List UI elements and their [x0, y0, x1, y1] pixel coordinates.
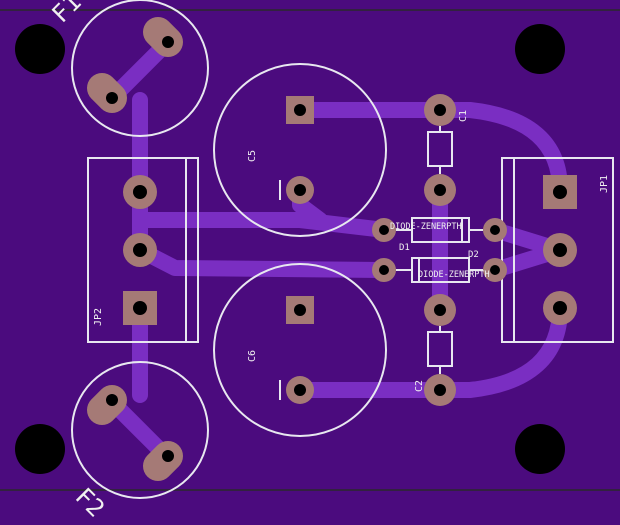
fuse-f1-outline — [71, 0, 209, 137]
capacitor-c5: C5 — [213, 63, 387, 237]
capacitor-c2: C2 — [414, 294, 456, 406]
connector-jp2-drill-1 — [133, 185, 147, 199]
fuse-f1-drill-2 — [106, 92, 118, 104]
mounting-holes — [15, 24, 565, 474]
diode-d1: DIODE-ZENERPTH D1 — [372, 217, 507, 253]
trace-c5-jp1 — [292, 102, 568, 198]
connector-jp1-drill-3 — [553, 301, 567, 315]
fuse-f1-drill-1 — [162, 36, 174, 48]
fuse-f2-outline — [71, 361, 209, 499]
capacitor-c5-drill-2 — [294, 184, 306, 196]
mounting-hole-top-left — [15, 24, 65, 74]
connector-jp1-drill-1 — [553, 185, 567, 199]
connector-jp2-drill-3 — [133, 301, 147, 315]
fuse-f2-drill-2 — [162, 450, 174, 462]
capacitor-c6-outline — [213, 263, 387, 437]
capacitor-c2-label: C2 — [414, 380, 425, 392]
connector-jp1-label: JP1 — [599, 175, 610, 193]
diode-d2-label: D2 — [468, 250, 479, 260]
fuse-f2-drill-1 — [106, 394, 118, 406]
mounting-hole-bottom-right — [515, 424, 565, 474]
capacitor-c5-drill-1 — [294, 104, 306, 116]
diode-d2: DIODE-ZENERPTH D2 — [372, 250, 507, 283]
diode-d1-value-label: DIODE-ZENERPTH — [390, 222, 462, 232]
connector-jp2-outline — [87, 157, 199, 343]
diode-d2-drill-2 — [490, 265, 500, 275]
capacitor-c2-drill-1 — [434, 304, 446, 316]
capacitor-c6: C6 — [213, 263, 387, 437]
diode-d2-drill-1 — [379, 265, 389, 275]
mounting-hole-top-right — [515, 24, 565, 74]
diode-d1-drill-2 — [490, 225, 500, 235]
capacitor-c5-label: C5 — [247, 150, 258, 162]
fuse-f1: F1 — [46, 0, 209, 137]
connector-jp1-drill-2 — [553, 243, 567, 257]
trace-jp2-d1 — [132, 212, 393, 238]
connector-jp1: JP1 — [501, 157, 614, 343]
capacitor-c2-drill-2 — [434, 384, 446, 396]
diode-d1-drill-1 — [379, 225, 389, 235]
connector-jp2: JP2 — [87, 157, 199, 343]
diode-d2-value-label: DIODE-ZENERPTH — [418, 270, 490, 280]
connector-jp2-label: JP2 — [93, 308, 104, 326]
capacitor-c1-drill-2 — [434, 184, 446, 196]
connector-jp2-drill-2 — [133, 243, 147, 257]
capacitor-c1-drill-1 — [434, 104, 446, 116]
capacitor-c6-drill-2 — [294, 384, 306, 396]
diode-d1-label: D1 — [399, 243, 410, 253]
capacitor-c5-outline — [213, 63, 387, 237]
connector-jp1-outline — [501, 157, 614, 343]
mounting-hole-bottom-left — [15, 424, 65, 474]
capacitor-c6-label: C6 — [247, 350, 258, 362]
capacitor-c6-drill-1 — [294, 304, 306, 316]
capacitor-c1-label: C1 — [458, 110, 469, 122]
capacitor-c1: C1 — [424, 94, 469, 206]
trace-c6-jp1 — [292, 300, 568, 398]
